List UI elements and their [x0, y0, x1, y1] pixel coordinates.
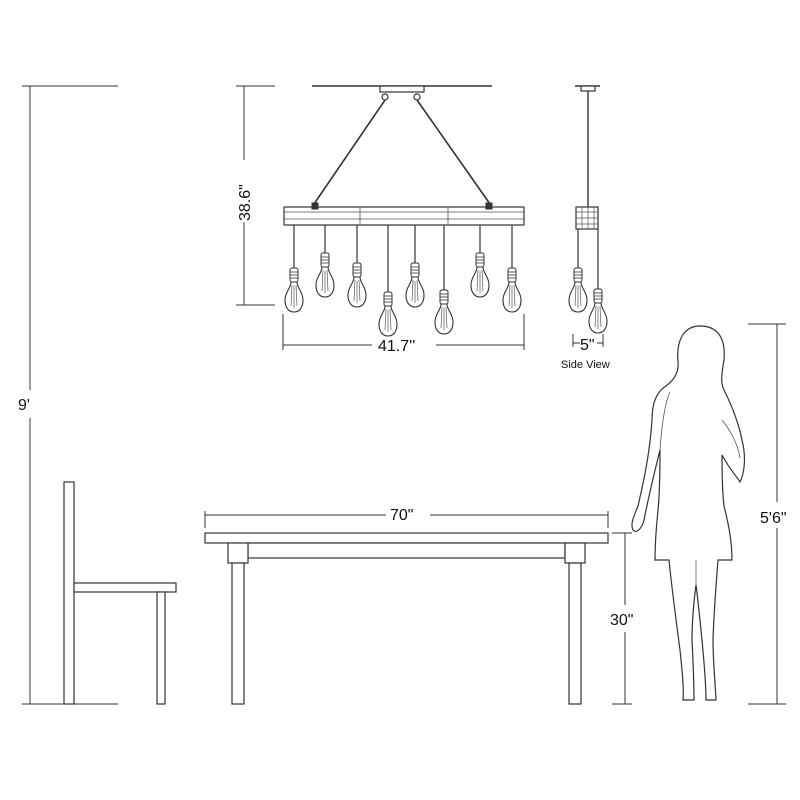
chandelier-side-view: 5" Side View	[561, 85, 610, 371]
person-height-dimension: 5'6"	[748, 323, 787, 705]
side-depth-label: 5"	[580, 337, 595, 354]
table-length-dimension: 70"	[204, 507, 609, 528]
pendant-bulb-2	[315, 225, 335, 298]
side-bulb-1	[568, 229, 588, 313]
person-height-label: 5'6"	[760, 510, 787, 527]
pendant-bulb-7	[470, 225, 490, 298]
table-height-label: 30"	[610, 612, 633, 629]
side-view-bulbs	[568, 229, 608, 334]
ceiling-height-dimension: 9'	[18, 85, 118, 705]
suspension-cable-left	[313, 99, 386, 205]
fixture-width-label: 41.7''	[378, 338, 415, 355]
wooden-beam	[283, 206, 525, 226]
pendant-bulbs	[284, 225, 522, 337]
pendant-bulb-8	[502, 225, 522, 313]
pendant-bulb-5	[405, 225, 425, 308]
table-top	[204, 532, 609, 544]
chair	[63, 481, 177, 705]
pendant-bulb-6	[434, 225, 454, 335]
table-height-dimension: 30"	[610, 532, 633, 705]
ceiling-height-label: 9'	[18, 397, 30, 414]
table-apron	[247, 542, 566, 559]
side-view-label: Side View	[561, 359, 610, 371]
table-leg-right	[568, 562, 582, 705]
fixture-height-dimension: 38.6"	[236, 85, 275, 306]
dining-table	[204, 532, 609, 705]
pendant-bulb-1	[284, 225, 304, 313]
fixture-width-dimension: 41.7''	[282, 314, 525, 355]
pendant-bulb-3	[347, 225, 367, 308]
fixture-height-label: 38.6"	[237, 184, 254, 221]
pendant-bulb-4	[378, 225, 398, 337]
suspension-cable-right	[416, 99, 491, 205]
ceiling-canopy	[379, 85, 425, 93]
table-length-label: 70"	[390, 507, 413, 524]
table-leg-left	[231, 562, 245, 705]
person-silhouette	[631, 325, 746, 701]
chandelier-front-view	[283, 85, 525, 337]
side-bulb-2	[588, 229, 608, 334]
